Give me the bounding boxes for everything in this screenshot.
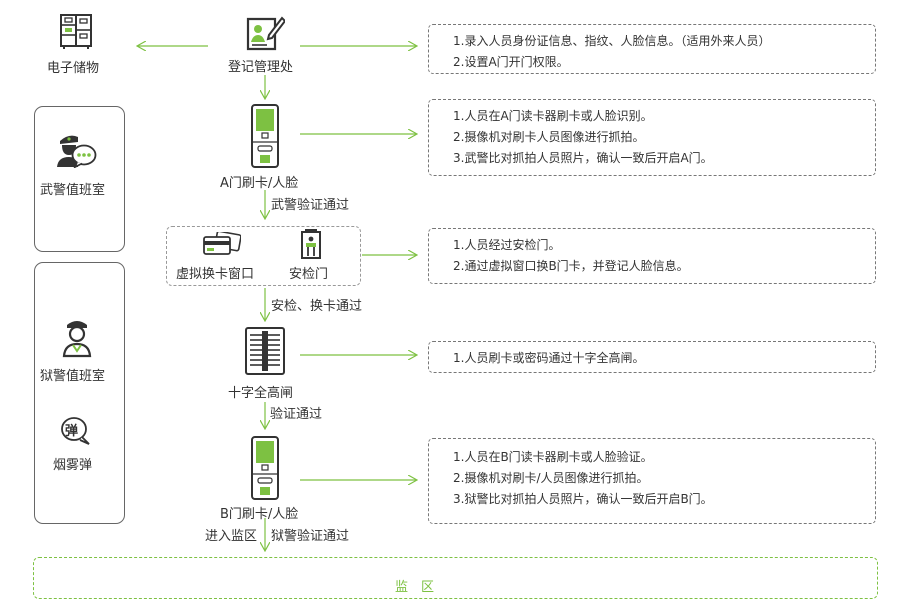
grenade-icon — [60, 416, 92, 446]
turnstile-icon — [245, 327, 285, 375]
prison-guard-icon — [62, 318, 92, 358]
note-line: 1.人员在B门读卡器刷卡或人脸验证。 — [453, 450, 653, 464]
note-security: 1.人员经过安检门。 2.通过虚拟窗口换B门卡，并登记人脸信息。 — [428, 228, 876, 284]
note-line: 2.通过虚拟窗口换B门卡，并登记人脸信息。 — [453, 259, 689, 273]
note-line: 1.录入人员身份证信息、指纹、人脸信息。（适用外来人员） — [453, 34, 771, 48]
turnstile-label: 十字全高闸 — [228, 386, 294, 401]
metal-detector-icon — [301, 229, 321, 259]
note-line: 1.人员刷卡或密码通过十字全高闸。 — [453, 351, 645, 365]
note-gate-b: 1.人员在B门读卡器刷卡或人脸验证。 2.摄像机对刷卡/人员图像进行抓拍。 3.… — [428, 438, 876, 524]
gate-a-label: A门刷卡/人脸 — [220, 176, 299, 191]
note-line: 2.设置A门开门权限。 — [453, 55, 569, 69]
note-line: 1.人员经过安检门。 — [453, 238, 561, 252]
grenade-icon-char: 弹 — [65, 424, 79, 439]
note-line: 2.摄像机对刷卡/人员图像进行抓拍。 — [453, 471, 649, 485]
security-pass-label: 安检、换卡通过 — [271, 299, 363, 314]
gate-b-label: B门刷卡/人脸 — [220, 507, 299, 522]
note-gate-a: 1.人员在A门读卡器刷卡或人脸识别。 2.摄像机对刷卡人员图像进行抓拍。 3.武… — [428, 99, 876, 176]
note-line: 1.人员在A门读卡器刷卡或人脸识别。 — [453, 109, 653, 123]
security-check-group — [166, 226, 361, 286]
prison-zone-label: 监 区 — [395, 580, 435, 595]
verify-pass-label: 验证通过 — [270, 407, 323, 422]
card-icon — [203, 232, 241, 256]
card-reader-icon — [251, 104, 279, 168]
note-line: 2.摄像机对刷卡人员图像进行抓拍。 — [453, 130, 645, 144]
prison-verify-label: 狱警验证通过 — [271, 529, 350, 544]
note-turnstile: 1.人员刷卡或密码通过十字全高闸。 — [428, 341, 876, 373]
armed-police-label: 武警值班室 — [40, 183, 106, 198]
register-label: 登记管理处 — [228, 60, 294, 75]
smoke-grenade-label: 烟雾弹 — [53, 458, 93, 473]
note-line: 3.武警比对抓拍人员照片，确认一致后开启A门。 — [453, 151, 713, 165]
enter-prison-label: 进入监区 — [205, 529, 258, 544]
prison-guard-label: 狱警值班室 — [40, 369, 106, 384]
armed-verify-label: 武警验证通过 — [271, 198, 350, 213]
virtual-window-label: 虚拟换卡窗口 — [176, 267, 255, 282]
prison-zone — [33, 557, 878, 599]
card-reader-icon — [251, 436, 279, 500]
note-line: 3.狱警比对抓拍人员照片，确认一致后开启B门。 — [453, 492, 713, 506]
prison-guard-room — [34, 262, 125, 524]
storage-locker-icon — [60, 14, 92, 50]
register-form-icon — [245, 13, 285, 53]
storage-label: 电子储物 — [47, 61, 100, 76]
chat-bubble-icon — [71, 144, 97, 168]
armed-police-room — [34, 106, 125, 252]
security-gate-label: 安检门 — [289, 267, 329, 282]
note-register: 1.录入人员身份证信息、指纹、人脸信息。（适用外来人员） 2.设置A门开门权限。 — [428, 24, 876, 74]
